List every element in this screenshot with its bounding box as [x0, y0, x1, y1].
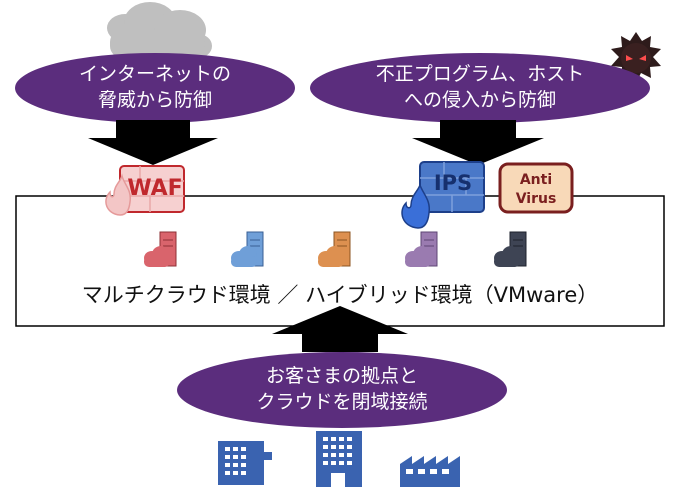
- ips-label: IPS: [434, 171, 472, 195]
- ips-flame-icon: [401, 182, 431, 229]
- internet-threat-line1: インターネットの: [79, 63, 231, 85]
- cloud-server-icon-orange: [318, 231, 351, 267]
- program-threat-oval: 不正プログラム、ホスト への侵入から防御: [310, 53, 650, 123]
- cloud-server-icon-dark: [494, 231, 527, 267]
- internet-cloud-icon: [107, 2, 212, 58]
- waf-label: WAF: [127, 176, 182, 201]
- environment-label: マルチクラウド環境 ／ ハイブリッド環境（VMware）: [82, 283, 599, 307]
- antivirus-box: Anti Virus: [498, 162, 574, 214]
- program-threat-line1: 不正プログラム、ホスト: [376, 63, 584, 85]
- up-arrow: [272, 306, 408, 352]
- waf-flame-icon: [105, 173, 132, 216]
- down-arrow-right: [412, 120, 544, 165]
- down-arrow-left: [88, 120, 218, 165]
- program-threat-line2: への侵入から防御: [404, 89, 556, 111]
- internet-threat-line2: 脅威から防御: [98, 89, 212, 111]
- internet-threat-oval: インターネットの 脅威から防御: [15, 53, 295, 123]
- connection-line1: お客さまの拠点と: [266, 365, 418, 387]
- antivirus-label-line1: Anti: [520, 172, 552, 188]
- office-tower-icon: [316, 431, 362, 487]
- factory-icon: [400, 456, 460, 487]
- cloud-server-icon-red: [144, 231, 177, 267]
- office-building-icon: [218, 441, 272, 485]
- cloud-server-icon-purple: [405, 231, 438, 267]
- cloud-server-icon-blue: [231, 231, 264, 267]
- antivirus-label-line2: Virus: [516, 191, 557, 207]
- ips-firewall-icon: IPS: [419, 161, 485, 213]
- connection-line2: クラウドを閉域接続: [256, 391, 427, 413]
- connection-oval: お客さまの拠点と クラウドを閉域接続: [177, 352, 507, 428]
